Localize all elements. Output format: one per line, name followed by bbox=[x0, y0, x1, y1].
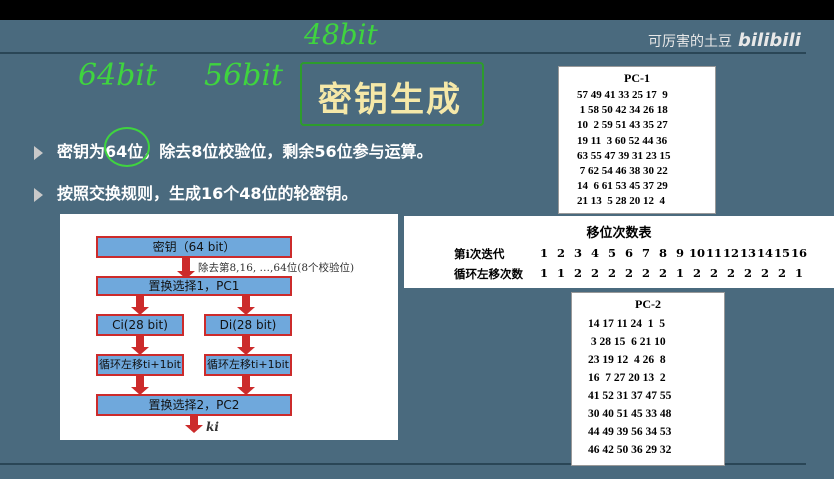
table-row: 10 2 59 51 43 35 27 bbox=[577, 119, 668, 132]
shift-table-title: 移位次数表 bbox=[586, 226, 652, 241]
iteration-cell: 11 bbox=[706, 246, 723, 260]
iteration-cell: 14 bbox=[757, 246, 774, 260]
flow-d-box: Di(28 bit) bbox=[204, 314, 292, 336]
key-schedule-flowchart: 密钥（64 bit） 除去第8,16, …,64位(8个校验位) 置换选择1，P… bbox=[60, 214, 398, 440]
iteration-cell: 10 bbox=[689, 246, 706, 260]
handwritten-circle bbox=[104, 127, 150, 167]
iteration-cell: 3 bbox=[573, 246, 582, 260]
iteration-cell: 12 bbox=[723, 246, 740, 260]
shift-cell: 2 bbox=[590, 266, 599, 280]
pc1-table: PC-1 57 49 41 33 25 17 9 1 58 50 42 34 2… bbox=[558, 66, 716, 214]
table-row: 1 58 50 42 34 26 18 bbox=[577, 104, 668, 117]
shift-cell: 2 bbox=[709, 266, 718, 280]
pc1-title: PC-1 bbox=[624, 71, 650, 85]
table-row: 14 6 61 53 45 37 29 bbox=[577, 180, 668, 193]
iteration-cell: 1 bbox=[539, 246, 548, 260]
shift-cell: 2 bbox=[777, 266, 786, 280]
shift-cell: 2 bbox=[607, 266, 616, 280]
bullet-2: 按照交换规则，生成16个48位的轮密钥。 bbox=[34, 180, 358, 204]
flow-arrow bbox=[131, 376, 149, 395]
bilibili-logo: bilibili bbox=[738, 30, 801, 51]
table-row: 21 13 5 28 20 12 4 bbox=[577, 195, 665, 208]
bottom-divider bbox=[0, 463, 806, 465]
pc1-rows: 57 49 41 33 25 17 9 1 58 50 42 34 26 18 … bbox=[577, 88, 715, 210]
handwritten-56bit: 56bit bbox=[204, 58, 284, 93]
flow-output-ki: ki bbox=[206, 420, 219, 434]
bullet-arrow-icon bbox=[34, 187, 43, 202]
shift-cell: 1 bbox=[539, 266, 548, 280]
shift-cell: 2 bbox=[743, 266, 752, 280]
table-row: 19 11 3 60 52 44 36 bbox=[577, 134, 668, 147]
flow-pc1-box: 置换选择1，PC1 bbox=[96, 276, 292, 296]
table-row: 46 42 50 36 29 32 bbox=[588, 444, 672, 456]
iteration-cell: 8 bbox=[658, 246, 667, 260]
slide-title: 密钥生成 bbox=[318, 80, 462, 120]
channel-name: 可厉害的土豆 bbox=[648, 34, 732, 50]
iteration-cell: 16 bbox=[791, 246, 808, 260]
shift-cell: 1 bbox=[556, 266, 565, 280]
table-row: 57 49 41 33 25 17 9 bbox=[577, 89, 668, 101]
top-black-bar bbox=[0, 0, 834, 20]
iteration-cell: 15 bbox=[774, 246, 791, 260]
bullet-1: 密钥为64位，除去8位校验位，剩余56位参与运算。 bbox=[34, 138, 433, 162]
flow-arrow bbox=[177, 258, 195, 279]
flow-arrow bbox=[131, 296, 149, 315]
table-row: 44 49 39 56 34 53 bbox=[588, 426, 672, 438]
table-row: 30 40 51 45 33 48 bbox=[588, 408, 672, 420]
bullet-2-text: 按照交换规则，生成16个48位的轮密钥。 bbox=[57, 184, 358, 203]
iteration-row-label: 第i次迭代 bbox=[454, 247, 505, 261]
bullet-arrow-icon bbox=[34, 145, 43, 160]
table-row: 7 62 54 46 38 30 22 bbox=[577, 165, 668, 178]
iteration-cell: 5 bbox=[607, 246, 616, 260]
shift-cell: 1 bbox=[675, 266, 684, 280]
handwritten-48bit: 48bit bbox=[304, 18, 378, 51]
shift-cell: 2 bbox=[760, 266, 769, 280]
table-row: 41 52 31 37 47 55 bbox=[588, 390, 672, 402]
title-annotation-box bbox=[300, 62, 484, 126]
table-row: 3 28 15 6 21 10 bbox=[588, 336, 666, 348]
flow-arrow bbox=[237, 296, 255, 315]
shift-cell: 2 bbox=[641, 266, 650, 280]
shift-row-label: 循环左移次数 bbox=[454, 267, 523, 281]
pc2-rows: 14 17 11 24 1 5 3 28 15 6 21 10 23 19 12… bbox=[588, 315, 724, 459]
iteration-cell: 9 bbox=[675, 246, 684, 260]
flow-arrow bbox=[237, 336, 255, 355]
handwritten-64bit: 64bit bbox=[78, 58, 158, 93]
flow-arrow bbox=[131, 336, 149, 355]
iteration-cell: 4 bbox=[590, 246, 599, 260]
iteration-cell: 13 bbox=[740, 246, 757, 260]
flow-rotate-left-d: 循环左移ti+1bit bbox=[204, 354, 292, 376]
table-row: 23 19 12 4 26 8 bbox=[588, 354, 666, 366]
iteration-cell: 6 bbox=[624, 246, 633, 260]
shift-cell: 2 bbox=[658, 266, 667, 280]
top-divider bbox=[0, 52, 806, 54]
pc2-table: PC-2 14 17 11 24 1 5 3 28 15 6 21 10 23 … bbox=[571, 292, 725, 466]
brand-watermark: 可厉害的土豆 bilibili bbox=[648, 30, 801, 51]
iteration-cell: 7 bbox=[641, 246, 650, 260]
shift-cell: 2 bbox=[573, 266, 582, 280]
flow-pc2-box: 置换选择2，PC2 bbox=[96, 394, 292, 416]
flow-c-box: Ci(28 bit) bbox=[96, 314, 184, 336]
flow-note-parity: 除去第8,16, …,64位(8个校验位) bbox=[198, 262, 355, 274]
flow-arrow bbox=[237, 376, 255, 395]
table-row: 63 55 47 39 31 23 15 bbox=[577, 149, 671, 162]
shift-cell: 2 bbox=[624, 266, 633, 280]
pc2-title: PC-2 bbox=[635, 297, 661, 311]
table-row: 16 7 27 20 13 2 bbox=[588, 372, 666, 384]
shift-cell: 1 bbox=[794, 266, 803, 280]
table-row: 14 17 11 24 1 5 bbox=[588, 318, 665, 330]
flow-arrow bbox=[185, 416, 203, 433]
iteration-cell: 2 bbox=[556, 246, 565, 260]
flow-key-box: 密钥（64 bit） bbox=[96, 236, 292, 258]
flow-rotate-left-c: 循环左移ti+1bit bbox=[96, 354, 184, 376]
shift-cell: 2 bbox=[692, 266, 701, 280]
shift-cell: 2 bbox=[726, 266, 735, 280]
bullet-1-text: 密钥为64位，除去8位校验位，剩余56位参与运算。 bbox=[57, 142, 433, 161]
